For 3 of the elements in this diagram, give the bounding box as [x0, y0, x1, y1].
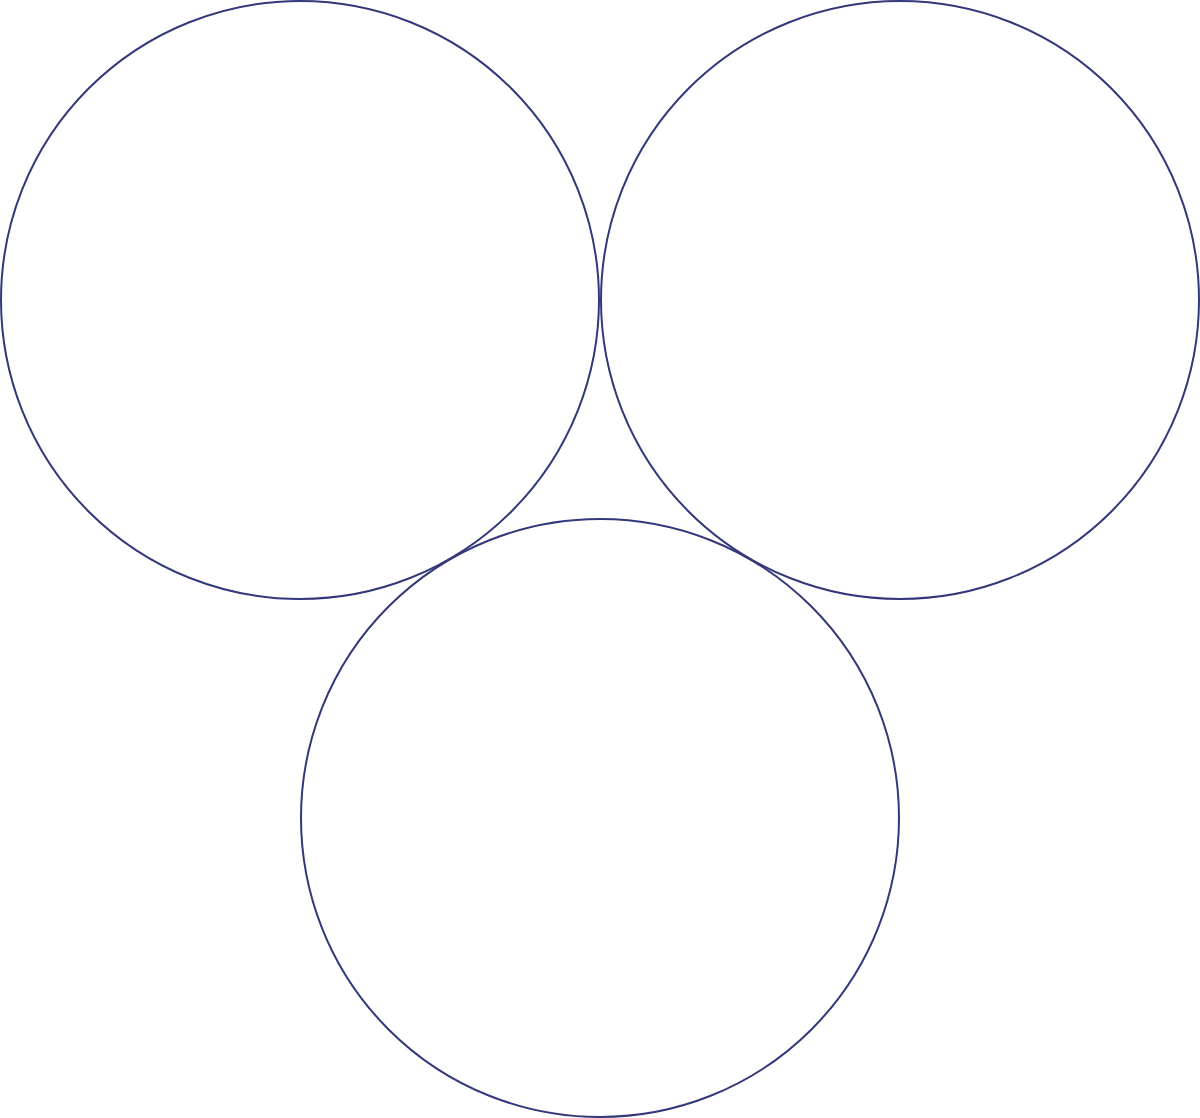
circle [300, 518, 900, 1118]
circle [600, 0, 1200, 600]
circle [0, 0, 600, 600]
